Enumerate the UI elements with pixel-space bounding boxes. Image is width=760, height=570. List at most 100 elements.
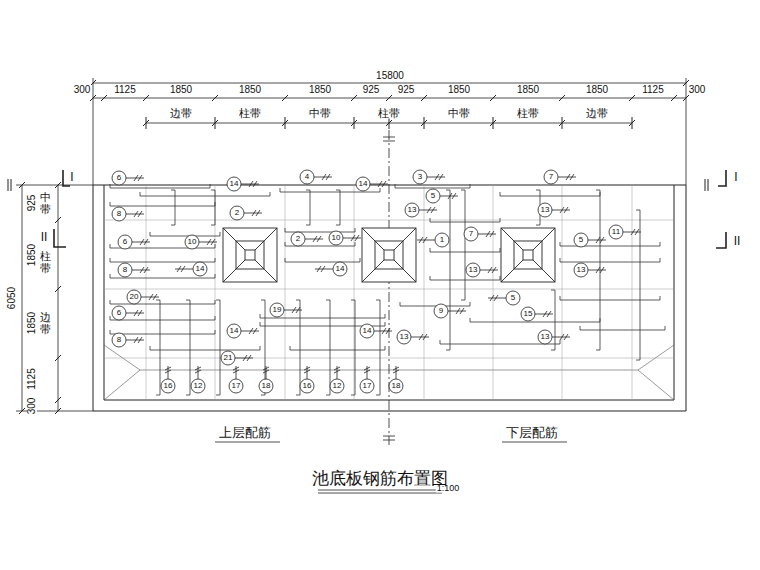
tick xyxy=(386,120,392,126)
rebar xyxy=(560,258,660,262)
tick xyxy=(490,120,496,126)
leader-line xyxy=(419,210,437,211)
callout-circle xyxy=(426,189,440,203)
column-capital xyxy=(362,228,416,282)
callout-number: 10 xyxy=(188,238,197,246)
callout-number: 18 xyxy=(262,382,271,390)
rebar xyxy=(156,300,160,395)
leader-line xyxy=(126,313,144,314)
leader-slash xyxy=(393,370,399,373)
column-capital xyxy=(384,250,394,260)
leader-slash xyxy=(326,174,330,180)
rebar xyxy=(285,258,360,262)
leader-slash xyxy=(378,181,382,187)
column-capital xyxy=(523,250,533,260)
leader-slash xyxy=(304,370,310,373)
callout-circle xyxy=(360,324,374,338)
leader-slash xyxy=(560,334,564,340)
callout-circle xyxy=(360,379,374,393)
leader-slash xyxy=(211,239,215,245)
callout-number: 7 xyxy=(469,230,473,238)
leader-slash xyxy=(393,367,399,370)
tick xyxy=(351,120,357,126)
strip-name: 中带 xyxy=(308,108,332,119)
leader-slash xyxy=(386,328,390,334)
callout-circle xyxy=(538,330,552,344)
leader-line xyxy=(175,269,193,270)
callout-circle xyxy=(333,262,347,276)
leader-slash xyxy=(566,174,570,180)
callout-number: 13 xyxy=(469,266,478,274)
capital-edge xyxy=(533,260,542,269)
dimension-lines xyxy=(16,78,686,411)
callout-number: 6 xyxy=(117,309,121,317)
strip-name: 柱带 xyxy=(238,108,262,119)
callout-circle xyxy=(112,171,126,185)
leader-slash xyxy=(195,370,201,373)
capital-edge xyxy=(362,228,375,241)
leader-line xyxy=(427,177,445,178)
leader-line xyxy=(126,178,144,179)
callout-number: 8 xyxy=(123,266,127,274)
tick xyxy=(143,95,149,101)
callout-circle xyxy=(291,232,305,246)
column-capital xyxy=(223,228,277,282)
callout-circle xyxy=(464,227,478,241)
tick xyxy=(629,95,635,101)
callout-number: 7 xyxy=(549,173,553,181)
callout-circle xyxy=(435,233,449,247)
leader-slash xyxy=(304,367,310,370)
leader-line xyxy=(478,234,496,235)
callout-circle xyxy=(466,263,480,277)
tick xyxy=(55,217,61,223)
dimension-text: 1850 xyxy=(308,85,332,95)
capital-edge xyxy=(375,241,384,250)
leader-line xyxy=(417,240,435,241)
leader-line xyxy=(244,213,262,214)
rebar xyxy=(395,184,470,188)
callout-number: 16 xyxy=(303,382,312,390)
callout-number: 15 xyxy=(524,310,533,318)
tick xyxy=(55,408,61,414)
leader-line xyxy=(343,238,361,239)
leader-slash xyxy=(564,334,568,340)
capital-edge xyxy=(394,260,403,269)
callout-number: 14 xyxy=(363,327,372,335)
callout-circle xyxy=(389,379,403,393)
callout-circle xyxy=(413,170,427,184)
leader-slash xyxy=(494,295,498,301)
callout-circle xyxy=(300,379,314,393)
leader-line xyxy=(535,314,553,315)
section-mark: I xyxy=(733,171,738,183)
strip-name: 边带 xyxy=(585,108,609,119)
callout-number: 13 xyxy=(577,266,586,274)
strip-name: 边带 xyxy=(169,108,193,119)
leader-slash xyxy=(322,174,326,180)
tick xyxy=(386,95,392,101)
leader-line xyxy=(305,239,323,240)
dimension-text: 15800 xyxy=(375,71,405,81)
capital-edge xyxy=(542,228,555,241)
rebar xyxy=(110,202,215,206)
leader-slash xyxy=(317,266,321,272)
callout-number: 3 xyxy=(418,173,422,181)
rebar xyxy=(110,300,215,304)
leader-slash xyxy=(427,207,431,213)
rebar xyxy=(551,290,555,350)
callout-number: 18 xyxy=(392,382,401,390)
leader-slash xyxy=(296,307,300,313)
tick xyxy=(90,95,96,101)
callout-number: 14 xyxy=(230,180,239,188)
leader-line xyxy=(132,270,150,271)
capital-edge xyxy=(403,228,416,241)
leader-slash xyxy=(488,267,492,273)
callout-number: 4 xyxy=(305,173,309,181)
leader-slash xyxy=(631,229,635,235)
leader-line xyxy=(370,184,388,185)
strip-name: 中带 xyxy=(39,191,52,215)
callout-circle xyxy=(193,262,207,276)
rebar xyxy=(560,296,660,300)
rebar xyxy=(150,346,260,350)
tick xyxy=(19,408,25,414)
rebar xyxy=(461,190,465,300)
